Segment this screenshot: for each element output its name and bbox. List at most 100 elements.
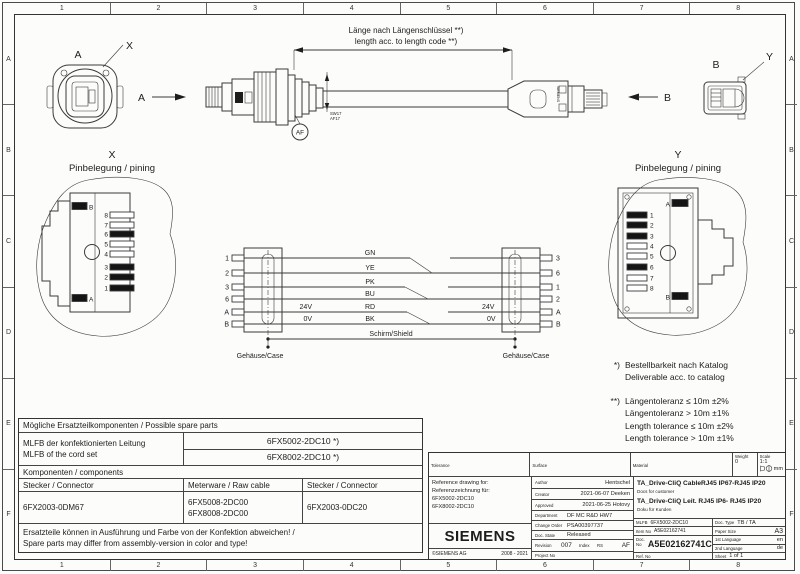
- surface-label: Surface: [532, 463, 548, 468]
- view-a-label: A: [74, 49, 81, 61]
- pin-y-contact: [626, 242, 648, 250]
- sheet-inner-border: [14, 14, 786, 560]
- grid-col-label: 7: [594, 560, 691, 571]
- author-label: Author: [535, 480, 548, 485]
- footnote-line: Length tolerance > 10m ±1%: [625, 432, 734, 443]
- pin-y-number: 2: [650, 223, 654, 230]
- pin-x-contact: [109, 273, 135, 281]
- af17-label: AF17: [330, 116, 341, 121]
- doc-no-label: Doc. No: [636, 537, 645, 547]
- grid-strip-top: 1 2 3 4 5 6 7 8: [14, 3, 786, 14]
- raw-cable-partno-1: 6FX5008-2DC00: [188, 497, 249, 507]
- shield-label: Schirm/Shield: [369, 331, 412, 338]
- scale-value: 1:1: [759, 459, 768, 465]
- pin-x-title: Pinbelegung / pining: [69, 163, 155, 174]
- grid-row-label: B: [786, 105, 797, 197]
- drawing-subtitle-en: Docs for customer: [637, 489, 675, 494]
- schematic-right-connector: [501, 247, 553, 349]
- wire-color: BU: [365, 291, 375, 298]
- wires: [238, 257, 552, 325]
- footnote-line: Längentoleranz > 10m ±1%: [625, 408, 730, 419]
- connector-a-side-view: [205, 68, 324, 126]
- ref-no-label: Ref. No: [636, 553, 651, 559]
- af-balloon-label: AF: [296, 130, 304, 137]
- pin-y-contact: [626, 211, 648, 219]
- item-no-value: A5E02162741: [654, 528, 686, 534]
- mlfb-label-en: MLFB of the cord set: [23, 450, 98, 459]
- weight-label: Weight: [735, 454, 749, 459]
- connector-a-front-view: [46, 64, 124, 129]
- wire-color: GN: [365, 250, 376, 257]
- pin-x-number: 1: [104, 286, 108, 293]
- lang2-value: de: [776, 545, 783, 552]
- right-pin: 6: [556, 271, 560, 278]
- pin-y-number: 3: [650, 234, 654, 241]
- projection-symbol-icon: [759, 465, 772, 472]
- siemens-logo: SIEMENS: [429, 524, 531, 549]
- col-header-connector-left: Stecker / Connector: [19, 479, 184, 491]
- approved-label: Approved: [535, 502, 554, 508]
- pin-y-number: 6: [650, 265, 654, 272]
- pin-y-contact: [626, 221, 648, 229]
- ref-drawing-line: Referenzzeichnung für:: [432, 488, 490, 494]
- latch-profile: [698, 219, 734, 285]
- pin-y-contact: [626, 284, 648, 292]
- pin-x-contact-a: [71, 294, 88, 302]
- pin-x-contact: [109, 211, 135, 219]
- pin-y-contact: [626, 252, 648, 260]
- pin-x-contact: [109, 240, 135, 248]
- material-label: Material: [632, 463, 648, 468]
- pin-x-label-a: A: [89, 297, 94, 304]
- grid-row-label: F: [789, 511, 794, 519]
- raw-cable-partno-2: 6FX8008-2DC00: [188, 508, 249, 518]
- pin-y-label-b: B: [666, 295, 670, 302]
- col-header-raw-cable: Meterware / Raw cable: [184, 479, 303, 491]
- change-order-value: PSA00397737: [567, 522, 604, 529]
- author-value: Hentschel: [605, 479, 630, 486]
- sheet-value: 1 of 1: [729, 553, 744, 559]
- pin-x-contact: [109, 221, 135, 229]
- pin-y-number: 8: [650, 286, 654, 293]
- pin-x-label-b: B: [89, 205, 93, 212]
- doc-state-value: Released: [567, 532, 591, 538]
- drawing-title-de: TA_Drive-CliQ Leit. RJ45 IP6- RJ45 IP20: [637, 498, 762, 505]
- detail-x-label: X: [126, 40, 133, 52]
- sw17-label: SW17: [330, 111, 342, 116]
- pin-assignment-x: X Pinbelegung / pining B 8 7 6 5 4 3 2 1…: [36, 149, 176, 337]
- doc-state-label: Doc. State: [535, 532, 556, 538]
- direction-b-label: B: [664, 92, 671, 104]
- copyright-years: 2008 - 2021: [501, 551, 528, 557]
- pin-assignment-y: Y Pinbelegung / pining A 1 2 3 4 5 6 7 8…: [608, 149, 748, 336]
- copyright-text: ©SIEMENS AG: [432, 551, 467, 557]
- pin-y-label-a: A: [666, 202, 671, 209]
- department-label: Department: [535, 513, 558, 518]
- sheet-label: Sheet: [715, 553, 727, 559]
- ref-drawing-line: Reference drawing for:: [432, 480, 489, 486]
- project-label: Project No: [535, 553, 556, 558]
- col-header-connector-right: Stecker / Connector: [307, 480, 378, 490]
- grid-row-label: D: [786, 288, 797, 379]
- right-pin: 2: [556, 297, 560, 304]
- footnote-catalog: *) Bestellbarkeit nach Katalog Deliverab…: [592, 359, 728, 384]
- pin-x-contact: [109, 230, 135, 238]
- grid-col-label: 6: [497, 560, 594, 571]
- pin-y-number: 4: [650, 244, 654, 251]
- schematic-left-connector: [231, 247, 283, 349]
- footnote-tolerance: **) Längentoleranz ≤ 10m ±2% Längentoler…: [592, 395, 734, 444]
- right-pin: 3: [556, 256, 560, 263]
- pin-y-title: Pinbelegung / pining: [635, 163, 721, 174]
- footnote-line: Bestellbarkeit nach Katalog: [625, 360, 729, 370]
- doc-no-value: A5E02162741C: [647, 539, 712, 549]
- grid-strip-bottom: 1 2 3 4 5 6 7 8: [14, 560, 786, 571]
- right-pin: A: [556, 310, 561, 317]
- right-pin: B: [556, 322, 561, 329]
- pin-y-number: 5: [650, 254, 654, 261]
- grid-row-label: A: [786, 14, 797, 106]
- pin-y-letter: Y: [674, 149, 681, 161]
- dim-label-de: Länge nach Längenschlüssel **): [349, 26, 464, 35]
- footnote-line: Längentoleranz ≤ 10m ±2%: [625, 396, 729, 406]
- ref-drawing-line: 6FX8002-2DC10: [432, 504, 474, 510]
- voltage-0v-left: 0V: [303, 316, 312, 323]
- grid-col-label: 3: [207, 3, 304, 14]
